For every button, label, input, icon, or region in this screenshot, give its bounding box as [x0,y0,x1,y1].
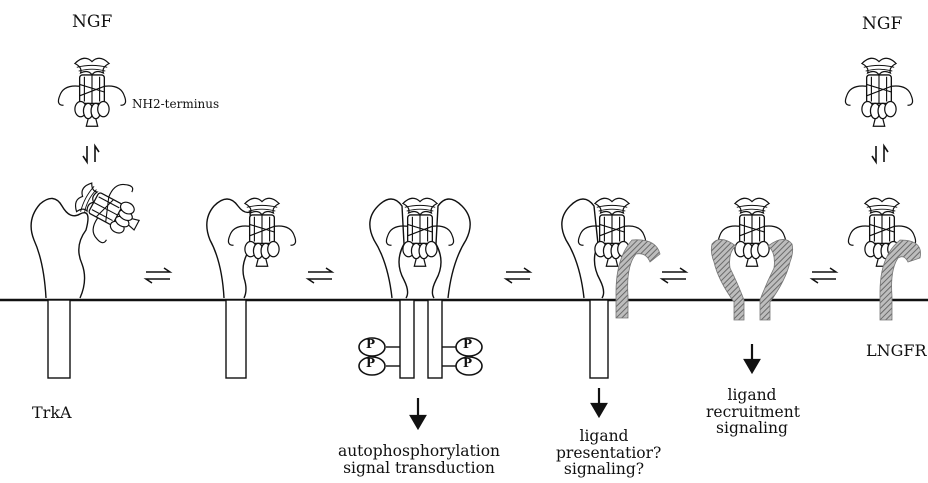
trka-lngfr-complex [562,198,660,378]
down-arrow-autophos [411,398,425,428]
trka-label: TrkA [32,405,72,422]
ngf-label-left: NGF [72,14,112,32]
phospho-label: P [366,338,375,351]
caption-ligand-recruitment: ligand recruitment signaling [706,387,798,437]
caption-line: autophosphorylation [328,443,510,460]
equilibrium-arrow-h5 [812,268,836,283]
lngfr-label: LNGFR [866,343,927,360]
equilibrium-arrow-h1 [146,268,170,283]
down-arrow-presentation [592,388,606,416]
equilibrium-arrow-h2 [308,268,332,283]
phospho-label: P [463,338,472,351]
lngfr-single [848,198,920,320]
caption-autophosphorylation: autophosphorylation signal transduction [328,443,510,476]
lngfr-dimer [711,198,792,320]
caption-line: signal transduction [328,460,510,477]
trka-receptor-1 [31,198,88,378]
equilibrium-arrow-h4 [662,268,686,283]
trka-dimer-phosphorylated [359,198,482,378]
ngf-label-right: NGF [862,16,902,34]
caption-line: recruitment [706,404,798,421]
caption-line: ligand [706,387,798,404]
ngf-dimer-free-right [845,58,912,126]
phospho-label: P [366,357,375,370]
nh2-terminus-label: NH2-terminus [132,98,219,111]
caption-line: signaling [706,420,798,437]
caption-line: signaling? [556,461,652,478]
caption-line: ligand [556,428,652,445]
down-arrow-recruitment [745,344,759,372]
caption-line: presentatior? [556,445,652,462]
caption-ligand-presentation: ligand presentatior? signaling? [556,428,652,478]
equilibrium-arrow-left [83,146,99,162]
phospho-label: P [463,357,472,370]
equilibrium-arrow-h3 [506,268,530,283]
trka-receptor-2 [207,198,296,378]
equilibrium-arrow-right [872,146,888,162]
ngf-dimer-free-left [58,58,125,126]
